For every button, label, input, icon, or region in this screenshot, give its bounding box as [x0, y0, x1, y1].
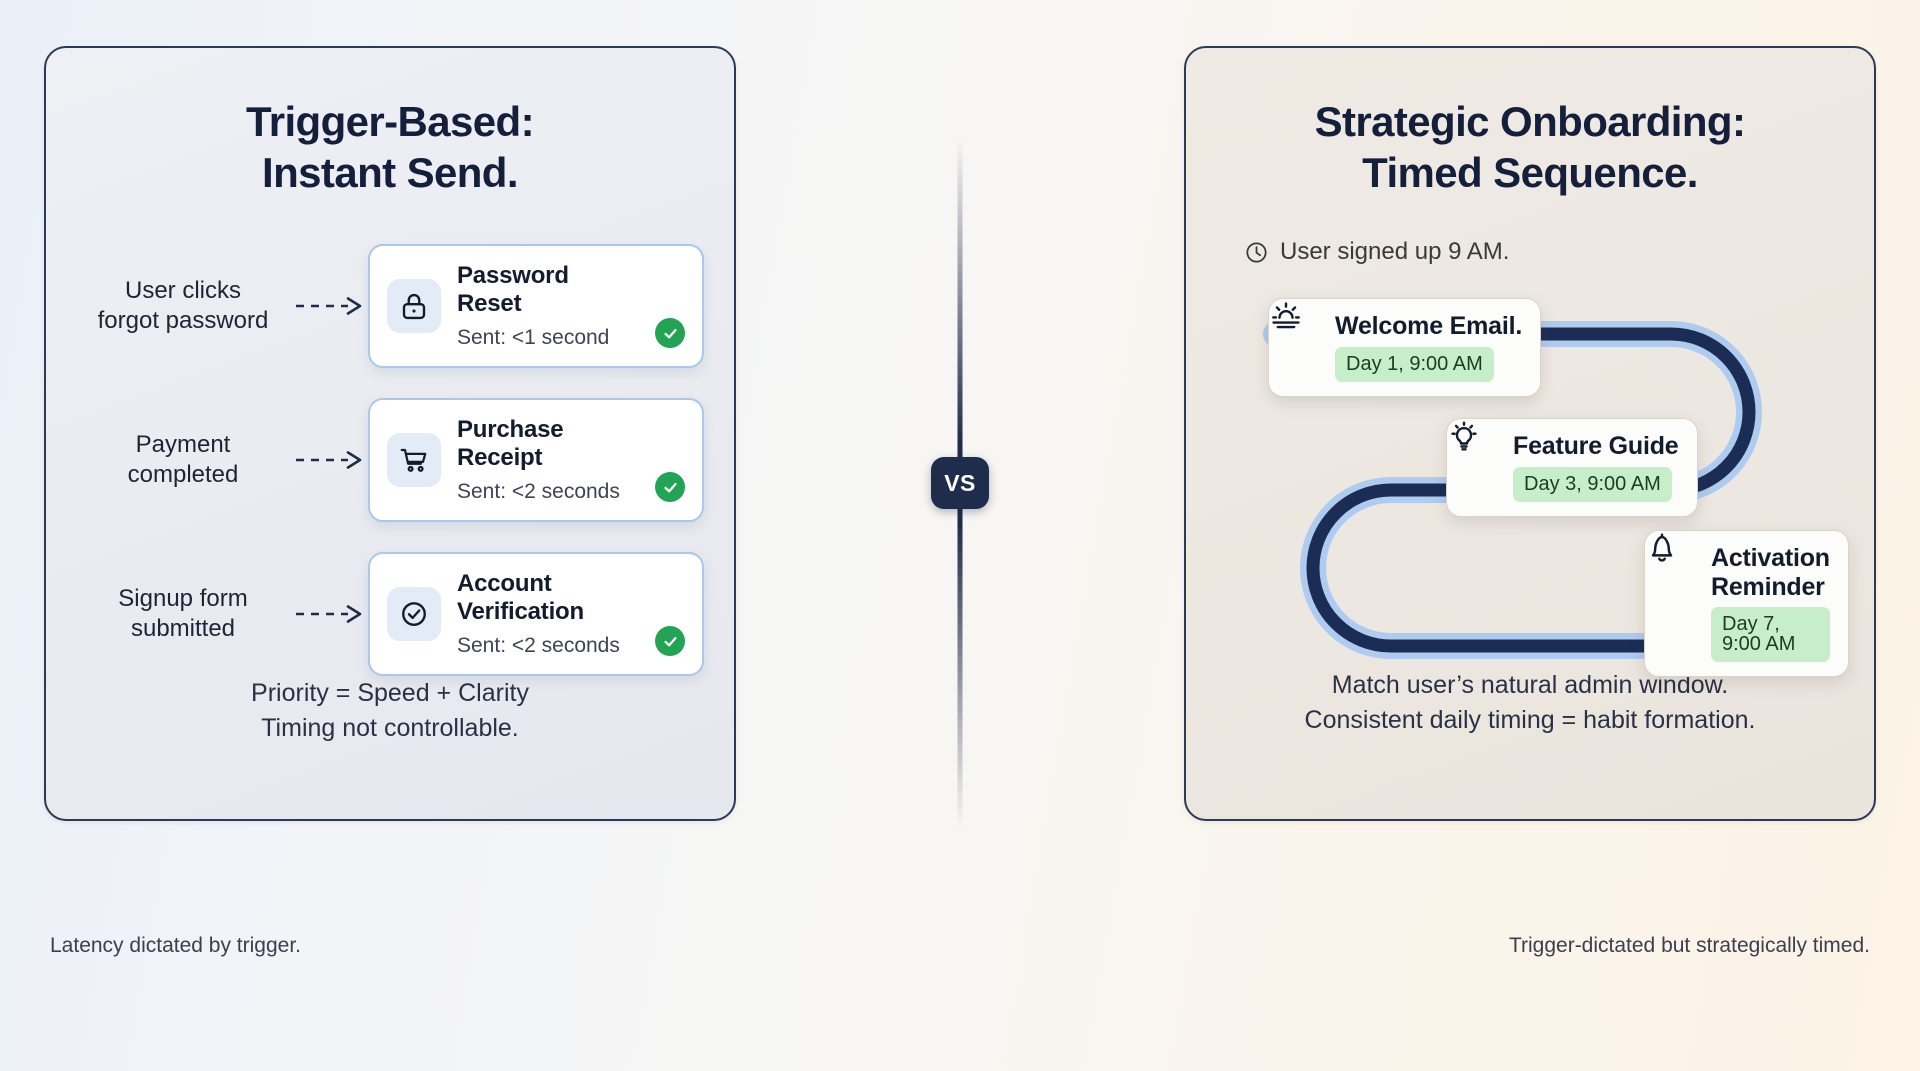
bottom-captions: Latency dictated by trigger. Trigger-dic… — [44, 821, 1876, 1071]
left-panel-note: Priority = Speed + Clarity Timing not co… — [251, 679, 529, 742]
email-latency: Sent: <1 second — [457, 326, 610, 350]
timeline-step-card[interactable]: Welcome Email. Day 1, 9:00 AM — [1268, 298, 1542, 397]
left-caption: Latency dictated by trigger. — [50, 934, 301, 957]
right-caption: Trigger-dictated but strategically timed… — [1508, 934, 1870, 957]
panel-trigger-based: Trigger-Based: Instant Send. User clicks… — [44, 46, 736, 821]
email-title: Purchase Receipt — [457, 416, 564, 472]
step-schedule-chip: Day 3, 9:00 AM — [1513, 466, 1672, 502]
comparison-panels: Trigger-Based: Instant Send. User clicks… — [44, 46, 1876, 828]
status-check-icon — [655, 472, 685, 503]
status-check-icon — [655, 318, 685, 349]
status-check-icon — [655, 626, 685, 656]
step-title: Activation Reminder — [1711, 544, 1830, 601]
triggered-email-card[interactable]: Purchase Receipt Sent: <2 seconds — [368, 398, 704, 523]
dashed-arrow-icon — [296, 451, 362, 470]
panel-strategic-onboarding: Strategic Onboarding: Timed Sequence. Us… — [1184, 46, 1876, 821]
shopping-cart-icon — [387, 433, 441, 488]
vs-badge: VS — [931, 457, 989, 509]
step-title: Welcome Email. — [1335, 312, 1523, 341]
dashed-arrow-icon — [296, 297, 362, 316]
step-schedule-chip: Day 7, 9:00 AM — [1711, 607, 1830, 663]
email-latency: Sent: <2 seconds — [457, 479, 620, 503]
bell-icon — [1651, 533, 1698, 622]
signup-timestamp: User signed up 9 AM. — [1216, 238, 1844, 266]
right-panel-title: Strategic Onboarding: Timed Sequence. — [1314, 98, 1746, 197]
email-title: Account Verification — [457, 570, 584, 625]
trigger-row-list: User clicks forgot password — [76, 244, 704, 676]
email-title: Password Reset — [457, 262, 569, 318]
triggered-email-card[interactable]: Password Reset Sent: <1 second — [368, 244, 704, 369]
trigger-row: User clicks forgot password — [76, 244, 704, 369]
vs-divider: VS — [930, 138, 990, 828]
clock-icon — [1246, 242, 1267, 263]
step-schedule-chip: Day 1, 9:00 AM — [1335, 346, 1494, 382]
triggered-email-card[interactable]: Account Verification Sent: <2 seconds — [368, 552, 704, 676]
right-panel-note: Match user’s natural admin window. Consi… — [1304, 671, 1756, 734]
signup-timestamp-text: User signed up 9 AM. — [1280, 238, 1510, 266]
trigger-label: User clicks forgot password — [97, 276, 269, 335]
timeline-step-card[interactable]: Activation Reminder Day 7, 9:00 AM — [1644, 530, 1849, 678]
onboarding-timeline: Welcome Email. Day 1, 9:00 AM — [1216, 272, 1849, 678]
trigger-label: Signup form submitted — [118, 584, 248, 643]
step-title: Feature Guide — [1513, 432, 1679, 461]
trigger-row: Payment completed — [76, 398, 704, 523]
trigger-row: Signup form submitted — [76, 552, 704, 676]
timeline-step-card[interactable]: Feature Guide Day 3, 9:00 AM — [1446, 418, 1698, 517]
lock-icon — [387, 279, 441, 334]
trigger-label: Payment completed — [127, 430, 239, 489]
left-panel-title: Trigger-Based: Instant Send. — [246, 98, 535, 197]
email-latency: Sent: <2 seconds — [457, 633, 620, 657]
sunrise-icon — [1272, 302, 1322, 366]
dashed-arrow-icon — [296, 605, 362, 623]
check-circle-icon — [387, 587, 441, 642]
lightbulb-icon — [1451, 421, 1500, 486]
